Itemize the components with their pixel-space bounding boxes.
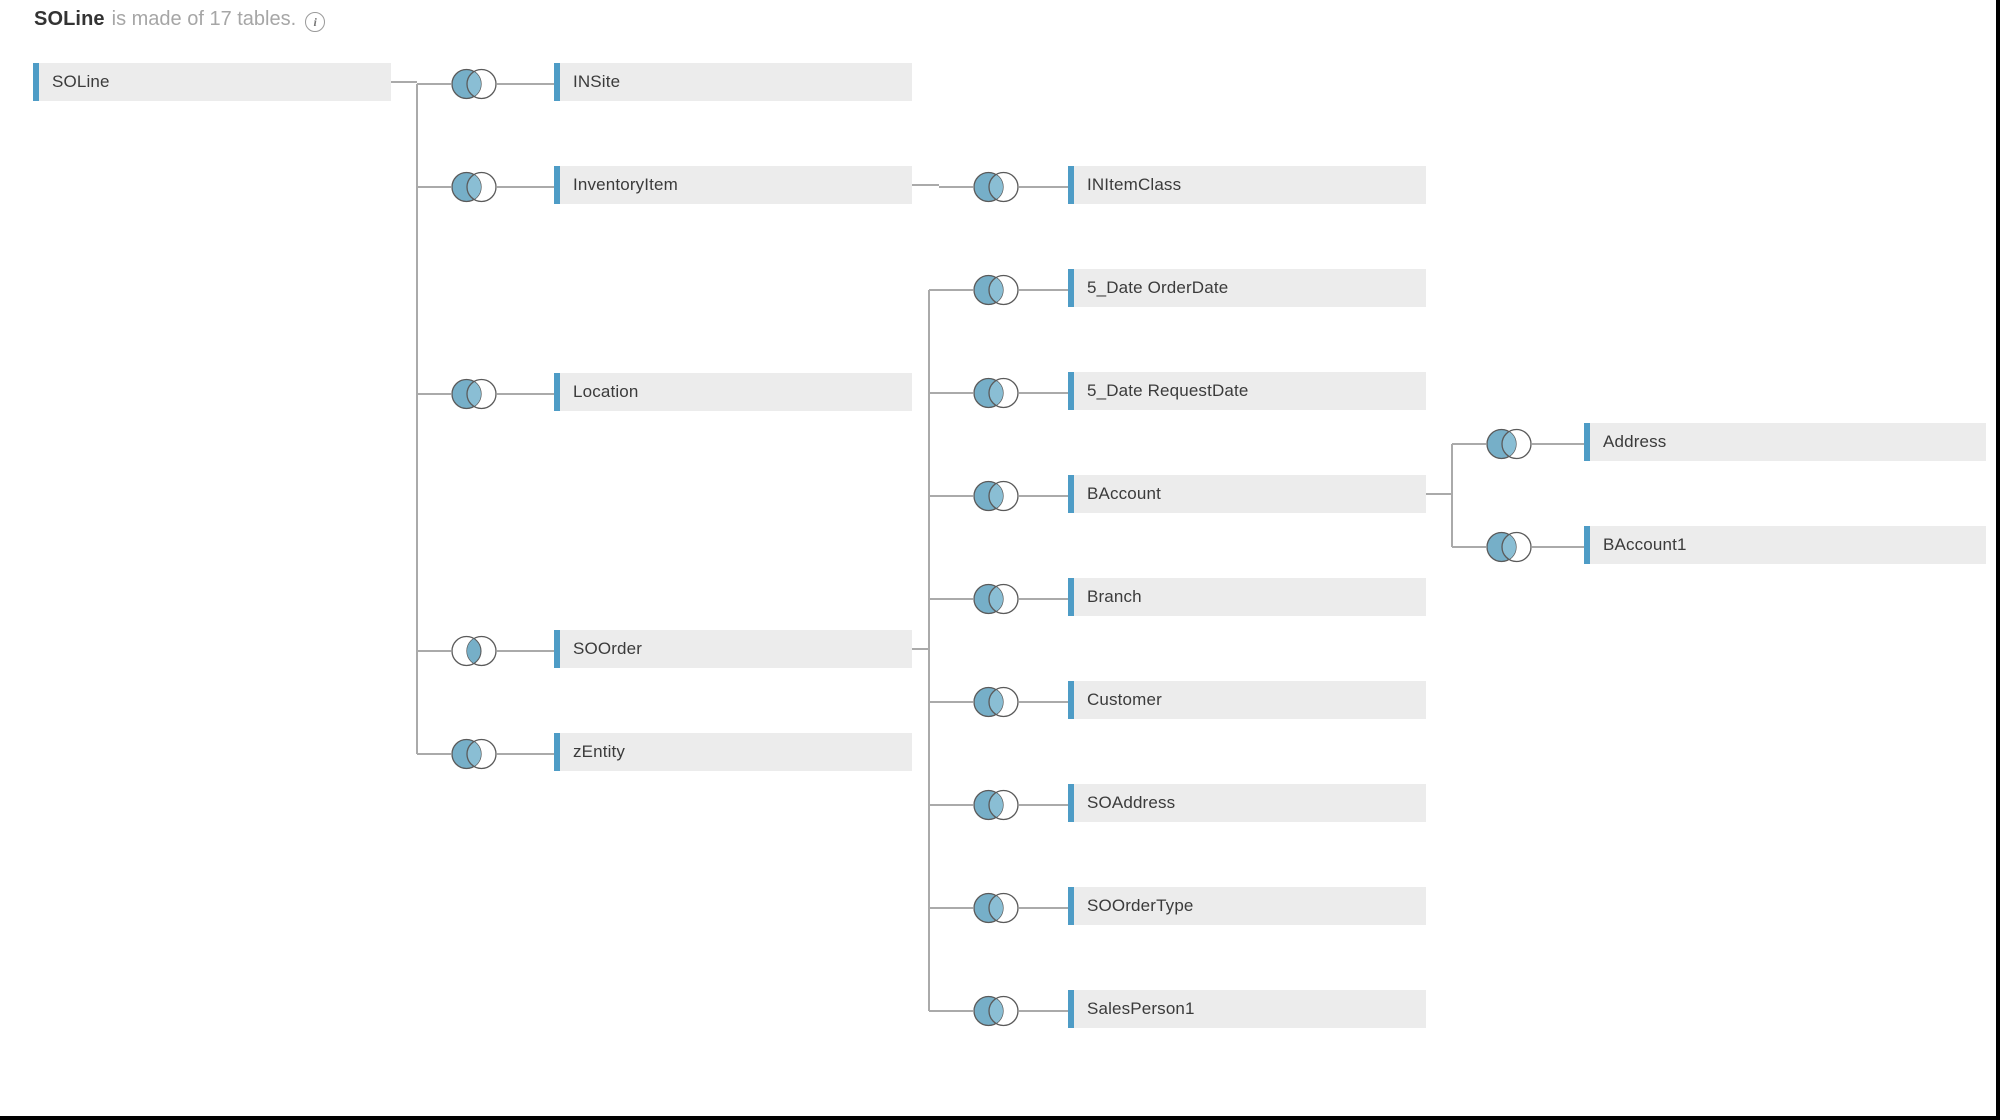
table-accent-bar [554,166,560,204]
left-join-icon[interactable] [967,886,1025,930]
table-node-label: INItemClass [1087,175,1182,194]
table-accent-bar [33,63,39,101]
table-accent-bar [1068,681,1074,719]
table-accent-bar [1068,990,1074,1028]
table-node-customer[interactable]: Customer [1068,681,1426,719]
table-node-soaddress[interactable]: SOAddress [1068,784,1426,822]
page-title: SOLine is made of 17 tables. i [34,8,326,32]
left-join-icon[interactable] [967,783,1025,827]
table-node-label: SalesPerson1 [1087,999,1195,1018]
table-node-orderdate[interactable]: 5_Date OrderDate [1068,269,1426,307]
table-node-label: Branch [1087,587,1142,606]
table-node-label: SOOrder [573,639,643,658]
table-node-baccount[interactable]: BAccount [1068,475,1426,513]
table-node-label: Address [1603,432,1667,451]
table-node-label: Location [573,382,639,401]
table-accent-bar [554,63,560,101]
left-join-icon[interactable] [967,577,1025,621]
table-node-soorder[interactable]: SOOrder [554,630,912,668]
left-join-icon[interactable] [967,371,1025,415]
table-node-label: Customer [1087,690,1162,709]
left-join-icon[interactable] [967,268,1025,312]
table-node-label: SOOrderType [1087,896,1194,915]
table-accent-bar [1068,784,1074,822]
table-accent-bar [1068,269,1074,307]
table-node-label: SOAddress [1087,793,1176,812]
left-join-icon[interactable] [967,474,1025,518]
table-count-text: is made of 17 tables. [111,8,297,30]
table-accent-bar [554,373,560,411]
left-join-icon[interactable] [1480,422,1538,466]
table-accent-bar [554,630,560,668]
table-accent-bar [1068,475,1074,513]
table-node-baccount1[interactable]: BAccount1 [1584,526,1986,564]
table-node-label: BAccount1 [1603,535,1687,554]
info-circle-icon[interactable]: i [305,11,326,32]
table-node-label: InventoryItem [573,175,678,194]
table-node-label: INSite [573,72,621,91]
left-join-icon[interactable] [445,62,503,106]
table-accent-bar [1068,372,1074,410]
table-node-zentity[interactable]: zEntity [554,733,912,771]
table-node-address[interactable]: Address [1584,423,1986,461]
table-accent-bar [1068,578,1074,616]
table-node-label: zEntity [573,742,626,761]
table-accent-bar [1584,423,1590,461]
table-accent-bar [1584,526,1590,564]
left-join-icon[interactable] [967,680,1025,724]
left-join-icon[interactable] [967,165,1025,209]
table-node-requestdate[interactable]: 5_Date RequestDate [1068,372,1426,410]
left-join-icon[interactable] [967,989,1025,1033]
table-accent-bar [1068,166,1074,204]
table-accent-bar [1068,887,1074,925]
table-node-label: SOLine [52,72,110,91]
table-node-branch[interactable]: Branch [1068,578,1426,616]
table-node-initemclass[interactable]: INItemClass [1068,166,1426,204]
inner-join-icon[interactable] [445,629,503,673]
table-node-inventoryitem[interactable]: InventoryItem [554,166,912,204]
root-table-name: SOLine [34,8,105,30]
left-join-icon[interactable] [445,732,503,776]
left-join-icon[interactable] [1480,525,1538,569]
table-accent-bar [554,733,560,771]
left-join-icon[interactable] [445,165,503,209]
table-node-soordertype[interactable]: SOOrderType [1068,887,1426,925]
table-node-root[interactable]: SOLine [33,63,391,101]
table-node-label: BAccount [1087,484,1161,503]
left-join-icon[interactable] [445,372,503,416]
table-node-label: 5_Date OrderDate [1087,278,1229,297]
table-node-location[interactable]: Location [554,373,912,411]
table-node-salesperson1[interactable]: SalesPerson1 [1068,990,1426,1028]
table-node-insite[interactable]: INSite [554,63,912,101]
table-node-label: 5_Date RequestDate [1087,381,1249,400]
